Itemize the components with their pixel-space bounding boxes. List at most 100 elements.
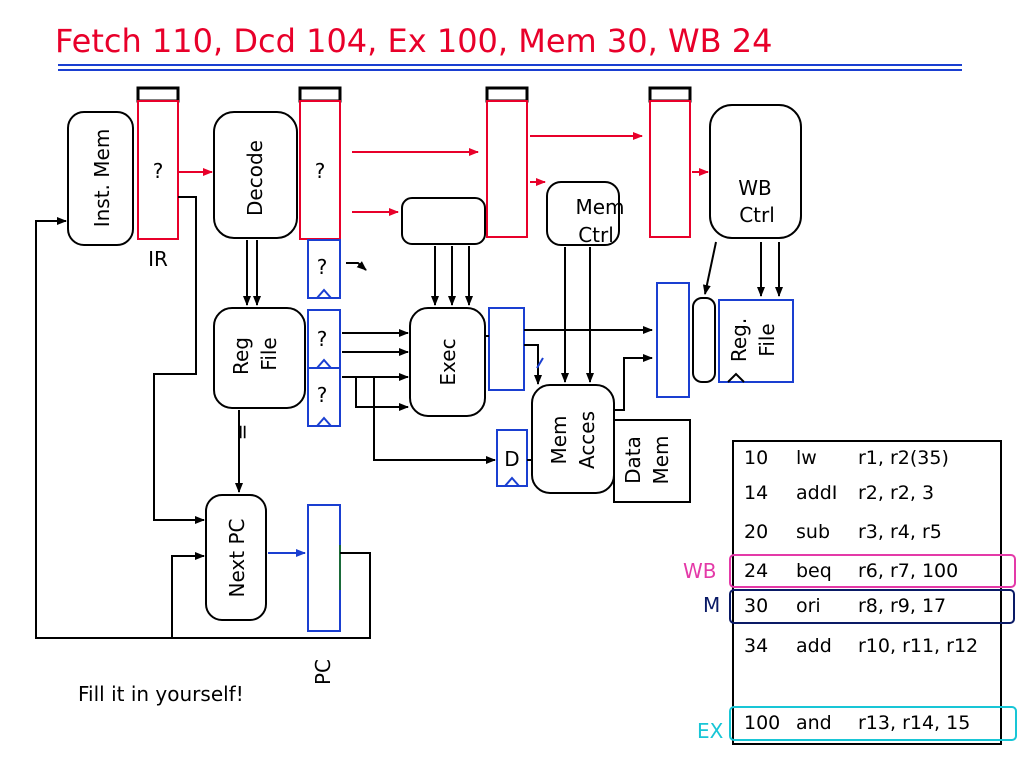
instruction-row: 10 lw r1, r2(35) <box>744 447 949 469</box>
regc-to-d-register <box>373 377 496 464</box>
exec-clock-tick <box>536 357 544 369</box>
decode-box <box>213 111 298 239</box>
ex-reg-cap <box>485 86 529 103</box>
instruction-rows: 10 lw r1, r2(35) 14 addI r2, r2, 3 20 sub r3, r4… <box>744 447 978 734</box>
next-pc-label: Next PC <box>225 519 249 598</box>
pc-register <box>307 504 341 632</box>
instruction-row: 100 and r13, r14, 15 <box>744 712 970 734</box>
reg-file-line1: Reg <box>229 337 253 375</box>
instr-args: r6, r7, 100 <box>858 560 958 582</box>
reg-file-box <box>213 307 306 409</box>
mem-acces-box <box>531 384 615 494</box>
instruction-row: 34 add r10, r11, r12 <box>744 635 978 657</box>
mem-to-wb-result-arrow <box>614 354 653 411</box>
instr-op: beq <box>796 560 832 582</box>
next-pc-box <box>205 494 267 621</box>
data-mem-box <box>613 419 691 503</box>
mem-ctrl-line1: Mem <box>575 195 624 219</box>
slide-title: Fetch 110, Dcd 104, Ex 100, Mem 30, WB 2… <box>55 22 773 60</box>
inst-mem-label: Inst. Mem <box>90 129 114 228</box>
ex-register <box>486 100 528 238</box>
wb-stage-label: WB <box>683 559 717 583</box>
wb-ctrl-line2: Ctrl <box>739 203 775 227</box>
mem-ctrl-box <box>546 181 620 246</box>
ir-register <box>137 100 179 240</box>
instr-addr: 30 <box>744 595 768 617</box>
reg-file-line2: File <box>257 337 281 370</box>
instruction-row: 14 addI r2, r2, 3 <box>744 482 934 504</box>
reg-a <box>307 239 341 299</box>
wb-ctrl-box <box>709 104 802 239</box>
instruction-row: 24 beq r6, r7, 100 <box>744 560 958 582</box>
equals-symbol: = <box>230 424 254 441</box>
instr-addr: 34 <box>744 635 768 657</box>
d-register <box>496 429 528 487</box>
instr-op: addI <box>796 482 837 504</box>
instr-addr: 14 <box>744 482 768 504</box>
wb-ctrl-line1: WB <box>738 176 772 200</box>
instruction-row: 30 ori r8, r9, 17 <box>744 595 946 617</box>
instr-op: add <box>796 635 832 657</box>
inst-mem-box <box>67 111 134 246</box>
ir-label: IR <box>148 247 168 271</box>
mem-acces-line1: Mem <box>547 415 571 464</box>
d-register-label: D <box>504 447 519 471</box>
instruction-table <box>732 440 1002 745</box>
pc-to-instmem-loop <box>35 217 371 639</box>
decode-register <box>299 100 341 240</box>
wb-reg-file-line2: File <box>755 323 779 356</box>
instr-args: r10, r11, r12 <box>858 635 978 657</box>
exec-result-register <box>488 307 525 391</box>
ir-to-nextpc-path <box>153 196 205 524</box>
wb-ctrl-to-mux-arrow <box>702 241 717 295</box>
mem-acces-line2: Acces <box>575 411 599 469</box>
instr-args: r8, r9, 17 <box>858 595 946 617</box>
pc-label: PC <box>311 659 335 685</box>
instr-addr: 24 <box>744 560 768 582</box>
instr-op: sub <box>796 521 830 543</box>
ex-stage-label: EX <box>697 719 724 743</box>
reg-c-value: ? <box>317 383 328 407</box>
wb-reg-file <box>718 299 794 383</box>
mem-ctrl-line2: Ctrl <box>578 223 614 247</box>
fill-it-in-note: Fill it in yourself! <box>78 682 244 706</box>
instr-args: r2, r2, 3 <box>858 482 934 504</box>
ex-highlight <box>729 706 1017 741</box>
instr-op: and <box>796 712 832 734</box>
instr-op: lw <box>796 447 817 469</box>
exec-result-to-mem-arrow <box>524 344 542 385</box>
ir-cap <box>136 86 180 103</box>
rega-to-nextpc-path <box>346 261 367 271</box>
instr-addr: 100 <box>744 712 780 734</box>
regc-to-exec-bypass <box>355 377 409 411</box>
mem-register <box>649 100 691 238</box>
title-underline <box>58 64 962 71</box>
wb-reg-file-line1: Reg. <box>727 318 751 362</box>
mem-reg-cap <box>648 86 692 103</box>
reg-b <box>307 309 341 369</box>
instr-args: r1, r2(35) <box>858 447 949 469</box>
data-mem-line1: Data <box>621 436 645 484</box>
decode-reg-cap <box>298 86 342 103</box>
decode-label: Decode <box>243 140 267 216</box>
m-stage-label: M <box>703 593 720 617</box>
instr-args: r3, r4, r5 <box>858 521 942 543</box>
reg-b-value: ? <box>317 327 328 351</box>
reg-c <box>307 367 341 427</box>
wb-highlight <box>729 554 1016 588</box>
wb-result-register <box>656 282 690 398</box>
exec-ctrl-box <box>401 197 486 245</box>
instr-op: ori <box>796 595 821 617</box>
decode-reg-value: ? <box>315 159 326 183</box>
reg-a-value: ? <box>317 255 328 279</box>
instr-addr: 10 <box>744 447 768 469</box>
pc-to-nextpc-loop <box>171 552 205 638</box>
instr-args: r13, r14, 15 <box>858 712 970 734</box>
wb-mux <box>692 297 716 383</box>
data-mem-line2: Mem <box>649 435 673 484</box>
instruction-row: 20 sub r3, r4, r5 <box>744 521 942 543</box>
exec-label: Exec <box>436 338 460 385</box>
m-highlight <box>729 589 1015 624</box>
instr-addr: 20 <box>744 521 768 543</box>
